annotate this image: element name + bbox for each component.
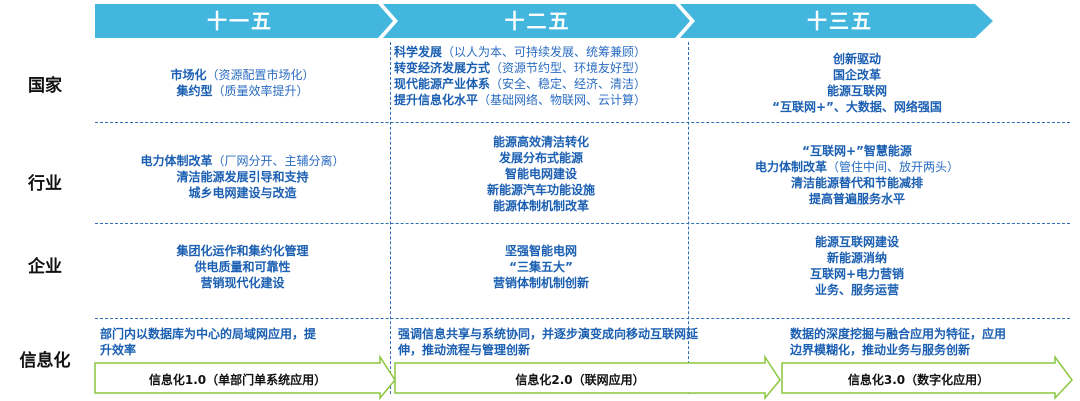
cell-line: 业务、服务运营 [814, 283, 899, 297]
cell-line: 现代能源产业体系（安全、稳定、经济、清洁） [394, 77, 647, 91]
cell-line: 发展分布式能源 [498, 151, 583, 165]
cell-line: 清洁能源替代和节能减排 [790, 176, 923, 190]
cell-line: 电力体制改革（管住中间、放开两头） [754, 160, 960, 174]
cell-industry-13th: “互联网+”智慧能源 电力体制改革（管住中间、放开两头） 清洁能源替代和节能减排… [692, 143, 1022, 207]
cell-industry-11th: 电力体制改革（厂网分开、主辅分离） 清洁能源发展引导和支持 城乡电网建设与改造 [95, 153, 390, 201]
row-divider-1 [95, 122, 1070, 123]
arrow-outline-3 [781, 354, 1073, 400]
cell-line: 城乡电网建设与改造 [188, 186, 297, 200]
cell-line: “互联网+”、大数据、网络强国 [772, 100, 942, 114]
arrow-outline-1 [94, 354, 396, 401]
cell-line: “互联网+”智慧能源 [802, 144, 912, 158]
row-label-industry: 行业 [28, 174, 62, 194]
chevron-2 [383, 4, 690, 38]
cell-line: 提升信息化水平（基础网络、物联网、云计算） [394, 93, 647, 107]
column-title-12th: 十二五 [504, 9, 571, 33]
arrow-label-3: 信息化3.0（数字化应用） [847, 373, 990, 387]
info-text-12th: 强调信息共享与系统协同，并逐步演变成向移动互联网延 伸，推动流程与管理创新 [398, 327, 699, 357]
cell-enterprise-11th: 集团化运作和集约化管理 供电质量和可靠性 营销现代化建设 [95, 243, 390, 291]
cell-line: 能源高效清洁转化 [492, 135, 589, 149]
row-label-informatization: 信息化 [19, 351, 71, 371]
chevron-1 [95, 4, 393, 38]
cell-line: 科学发展（以人为本、可持续发展、统筹兼顾） [394, 45, 647, 59]
cell-line: 国企改革 [832, 68, 881, 82]
cell-line: 转变经济发展方式（资源节约型、环境友好型） [394, 61, 647, 75]
arrow-label-1: 信息化1.0（单部门单系统应用） [148, 373, 327, 387]
cell-enterprise-12th: 坚强智能电网 “三集五大” 营销体制机制创新 [394, 243, 688, 291]
cell-line: 新能源汽车功能设施 [486, 183, 595, 197]
cell-enterprise-13th: 能源互联网建设 新能源消纳 互联网+电力营销 业务、服务运营 [692, 234, 1022, 298]
cell-line: “三集五大” [509, 260, 573, 274]
cell-line: 能源互联网建设 [814, 235, 899, 249]
cell-line: 集约型（质量效率提升） [176, 84, 309, 98]
cell-line: 能源体制机制改革 [492, 199, 589, 213]
arrow-outline-2 [394, 354, 781, 401]
header-chevron-bar [95, 4, 993, 38]
column-divider-1 [390, 42, 391, 394]
row-label-national: 国家 [28, 76, 62, 96]
cell-line: 提高普遍服务水平 [808, 192, 905, 206]
cell-industry-12th: 能源高效清洁转化 发展分布式能源 智能电网建设 新能源汽车功能设施 能源体制机制… [394, 134, 688, 214]
row-label-enterprise: 企业 [28, 257, 62, 277]
row-divider-3 [95, 318, 1070, 319]
cell-line: 能源互联网 [826, 84, 887, 98]
cell-line: 供电质量和可靠性 [194, 260, 291, 274]
cell-line: 营销体制机制创新 [492, 276, 589, 290]
cell-line: 创新驱动 [832, 52, 881, 66]
row-divider-2 [95, 223, 1070, 224]
cell-line: 互联网+电力营销 [809, 267, 905, 281]
cell-line: 集团化运作和集约化管理 [176, 244, 309, 258]
cell-line: 坚强智能电网 [504, 244, 577, 258]
arrow-label-2: 信息化2.0（联网应用） [515, 373, 645, 387]
column-divider-2 [688, 42, 689, 394]
cell-line: 营销现代化建设 [200, 276, 285, 290]
cell-national-11th: 市场化（资源配置市场化） 集约型（质量效率提升） [95, 67, 390, 99]
cell-line: 新能源消纳 [826, 251, 887, 265]
info-text-13th: 数据的深度挖掘与融合应用为特征，应用 边界模糊化，推动业务与服务创新 [790, 327, 1007, 357]
cell-line: 智能电网建设 [504, 167, 577, 181]
cell-national-12th: 科学发展（以人为本、可持续发展、统筹兼顾） 转变经济发展方式（资源节约型、环境友… [394, 44, 688, 108]
column-title-11th: 十一五 [207, 9, 273, 33]
cell-line: 市场化（资源配置市场化） [170, 68, 315, 82]
column-title-13th: 十三五 [807, 9, 873, 33]
info-text-11th: 部门内以数据库为中心的局域网应用，提 升效率 [100, 327, 317, 357]
chevron-3 [680, 4, 993, 38]
cell-line: 电力体制改革（厂网分开、主辅分离） [140, 154, 345, 168]
cell-line: 清洁能源发展引导和支持 [176, 170, 309, 184]
cell-national-13th: 创新驱动 国企改革 能源互联网 “互联网+”、大数据、网络强国 [692, 51, 1022, 115]
